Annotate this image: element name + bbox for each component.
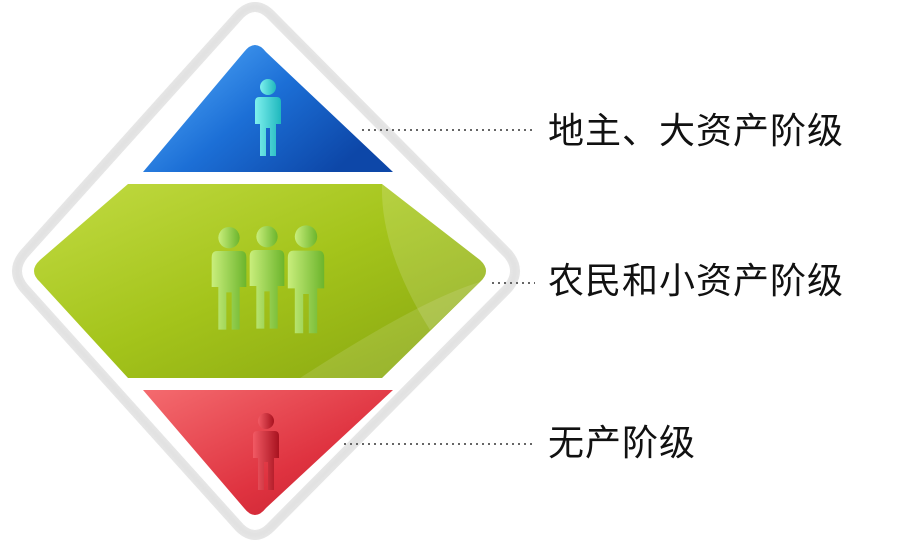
label-proletariat: 无产阶级 [548, 423, 697, 464]
label-landlord-bourgeoisie: 地主、大资产阶级 [548, 111, 845, 152]
label-peasant-petty-bourgeoisie: 农民和小资产阶级 [548, 261, 845, 302]
